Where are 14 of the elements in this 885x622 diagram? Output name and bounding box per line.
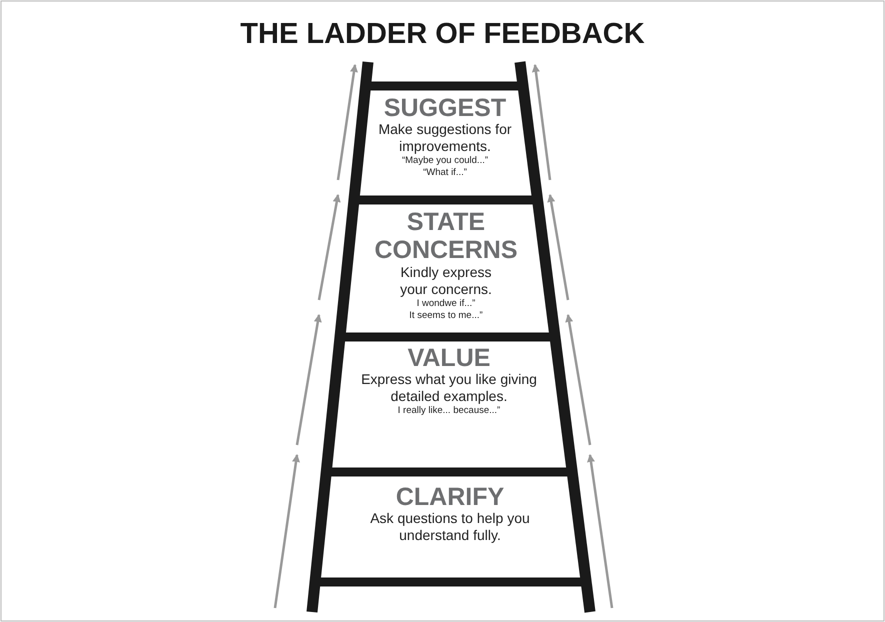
step-description: Make suggestions for improvements. — [377, 121, 513, 155]
step-heading: CLARIFY — [396, 485, 504, 510]
step-description: Kindly express your concerns. — [399, 264, 493, 298]
step-heading: SUGGEST — [384, 96, 506, 121]
step-heading: VALUE — [408, 346, 490, 371]
example-phrase: I really like... because...” — [398, 405, 500, 417]
example-phrase: “What if...” — [423, 167, 467, 179]
example-phrase: I wondwe if...” — [416, 298, 476, 310]
example-phrase: “Maybe you could...” — [402, 155, 488, 167]
title: THE LADDER OF FEEDBACK — [239, 18, 646, 51]
step-description: Express what you like giving detailed examples. — [360, 371, 538, 405]
step-description: Ask questions to help you understand fully. — [369, 510, 531, 544]
step-heading: STATE CONCERNS — [373, 208, 519, 264]
example-phrase: It seems to me...” — [409, 310, 483, 322]
